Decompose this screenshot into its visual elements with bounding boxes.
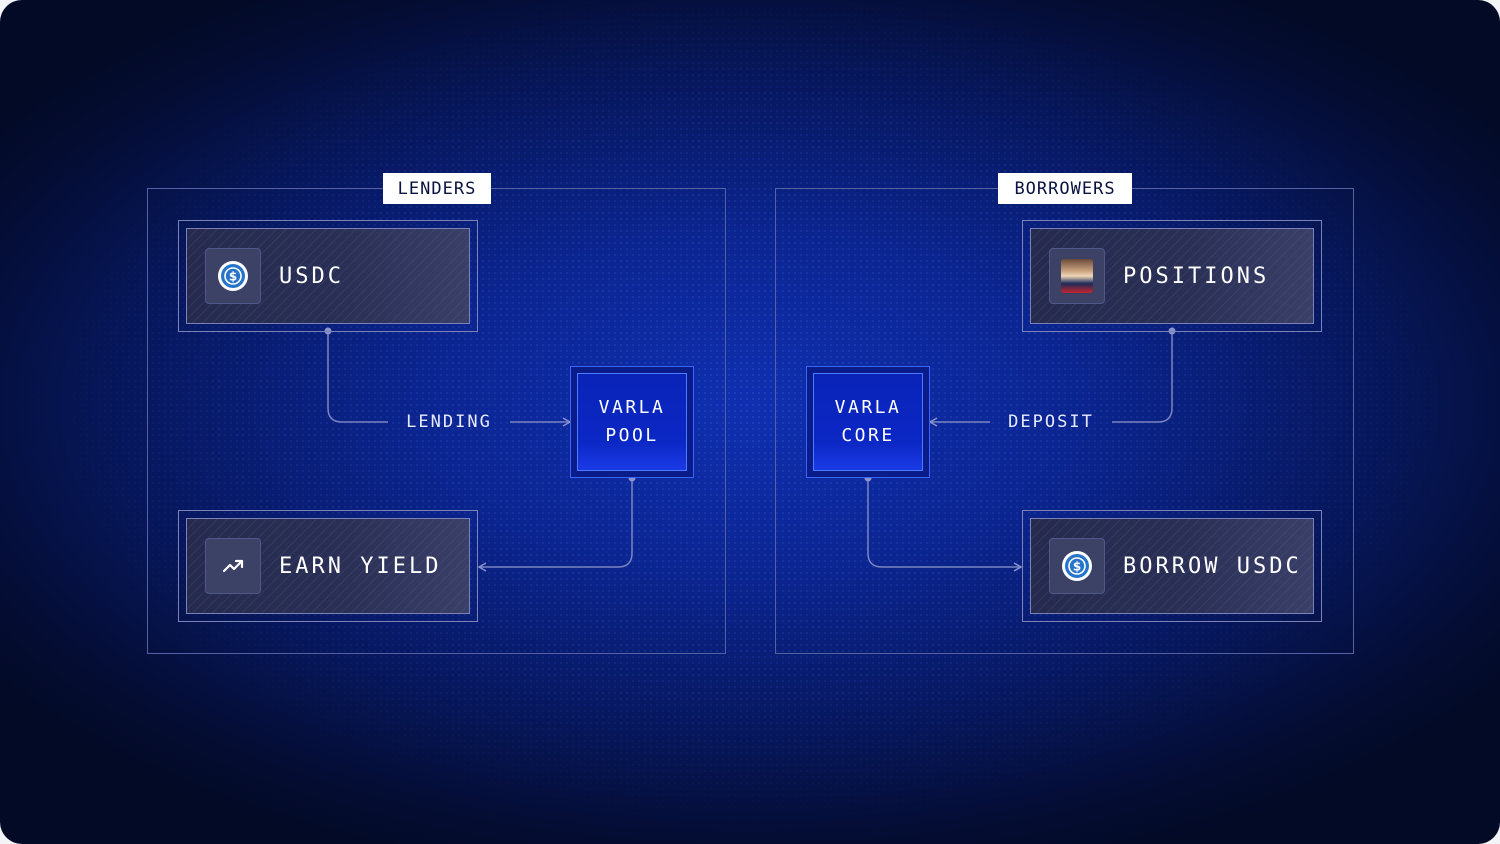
borrow-usdc-label: BORROW USDC xyxy=(1123,553,1302,579)
svg-text:$: $ xyxy=(229,270,237,284)
lenders-group: LENDERS xyxy=(147,173,726,654)
svg-text:$: $ xyxy=(1073,560,1081,574)
varla-pool-hub-body: VARLA POOL xyxy=(577,373,687,471)
varla-core-hub[interactable]: VARLA CORE xyxy=(806,366,930,478)
trend-up-icon xyxy=(205,538,261,594)
usdc-coin-icon: $ xyxy=(1049,538,1105,594)
borrowers-group: BORROWERS xyxy=(775,173,1354,654)
usdc-coin-icon: $ xyxy=(205,248,261,304)
earn-yield-node[interactable]: EARN YIELD xyxy=(178,510,478,622)
earn-yield-label: EARN YIELD xyxy=(279,553,442,579)
borrowers-title: BORROWERS xyxy=(998,173,1132,204)
usdc-node[interactable]: $ USDC xyxy=(178,220,478,332)
borrow-usdc-node-body: $ BORROW USDC xyxy=(1030,518,1314,614)
positions-node-body: POSITIONS xyxy=(1030,228,1314,324)
lenders-title: LENDERS xyxy=(383,173,491,204)
avatar-photo xyxy=(1049,248,1105,304)
positions-label: POSITIONS xyxy=(1123,263,1270,289)
usdc-node-body: $ USDC xyxy=(186,228,470,324)
deposit-label: DEPOSIT xyxy=(1008,412,1094,432)
varla-core-line1: VARLA xyxy=(834,397,902,418)
usdc-label: USDC xyxy=(279,263,344,289)
varla-core-hub-body: VARLA CORE xyxy=(813,373,923,471)
varla-core-line2: CORE xyxy=(841,425,895,446)
earn-yield-node-body: EARN YIELD xyxy=(186,518,470,614)
varla-pool-hub[interactable]: VARLA POOL xyxy=(570,366,694,478)
borrow-usdc-node[interactable]: $ BORROW USDC xyxy=(1022,510,1322,622)
varla-pool-line2: POOL xyxy=(605,425,659,446)
varla-pool-line1: VARLA xyxy=(598,397,666,418)
lending-label: LENDING xyxy=(406,412,492,432)
positions-node[interactable]: POSITIONS xyxy=(1022,220,1322,332)
